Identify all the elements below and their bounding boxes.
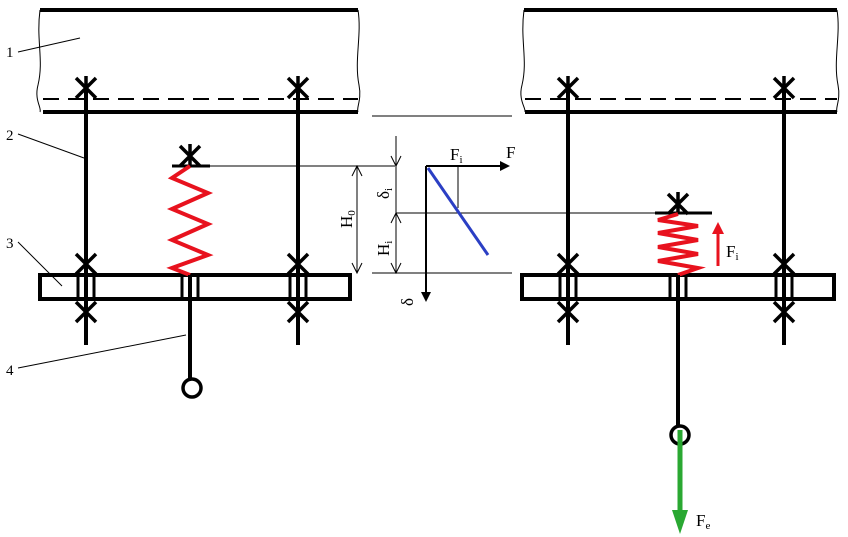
callouts: 1 2 3 4 — [6, 37, 187, 379]
external-force-label: Fe — [696, 511, 710, 532]
h0-label: H0 — [337, 210, 358, 228]
fi-label: Fi — [450, 145, 463, 166]
external-force-arrow — [672, 430, 688, 534]
deflection-axis-label: δ — [398, 298, 417, 306]
callout-2: 2 — [6, 128, 14, 144]
callout-1: 1 — [6, 45, 14, 61]
right-fasteners — [556, 76, 796, 324]
callout-4: 4 — [6, 363, 14, 379]
force-deflection-graph: H0 δi Hi F δ Fi — [337, 115, 668, 306]
spring-force-arrow — [712, 222, 724, 266]
left-frame-beam — [36, 8, 361, 114]
left-hanger-ring — [181, 377, 203, 399]
hi-label: Hi — [374, 241, 395, 256]
stiffness-line — [426, 167, 490, 256]
force-axis-label: F — [506, 143, 515, 162]
right-spring — [657, 212, 706, 277]
left-fasteners — [74, 76, 310, 324]
spring-force-label: Fi — [726, 242, 739, 263]
left-spring — [166, 164, 214, 277]
callout-3: 3 — [6, 236, 14, 252]
delta-i-label: δi — [374, 188, 395, 199]
left-assembly — [36, 8, 395, 399]
left-plate — [38, 273, 352, 301]
right-assembly: Fi Fe — [520, 8, 840, 534]
